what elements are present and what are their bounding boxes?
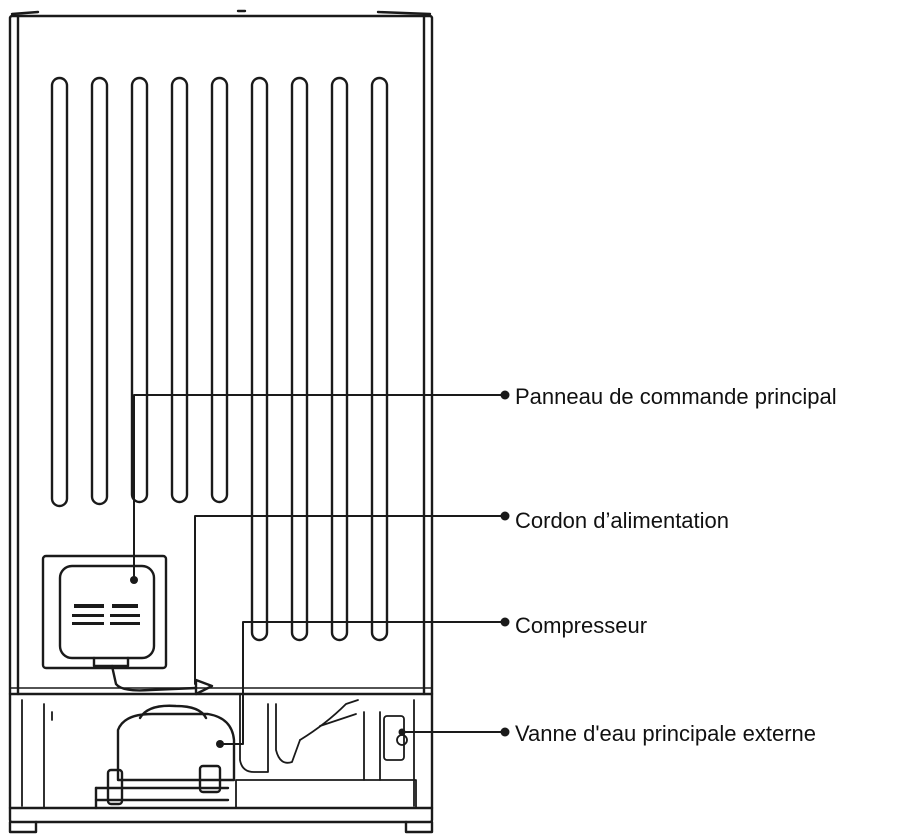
callout-power-cord: Cordon d’alimentation bbox=[515, 508, 730, 533]
callout-external-water-valve: Vanne d'eau principale externe bbox=[515, 721, 817, 746]
condenser-coils bbox=[50, 76, 389, 642]
control-panel-box bbox=[41, 554, 214, 696]
compressor bbox=[94, 704, 236, 810]
control-panel-label-markings bbox=[72, 604, 140, 625]
callout-dots bbox=[130, 390, 510, 748]
callout-leaders bbox=[133, 394, 505, 745]
callout-compressor: Compresseur bbox=[515, 613, 648, 638]
cabinet-outline bbox=[8, 9, 434, 834]
callout-main-control-panel: Panneau de commande principal bbox=[515, 384, 837, 409]
